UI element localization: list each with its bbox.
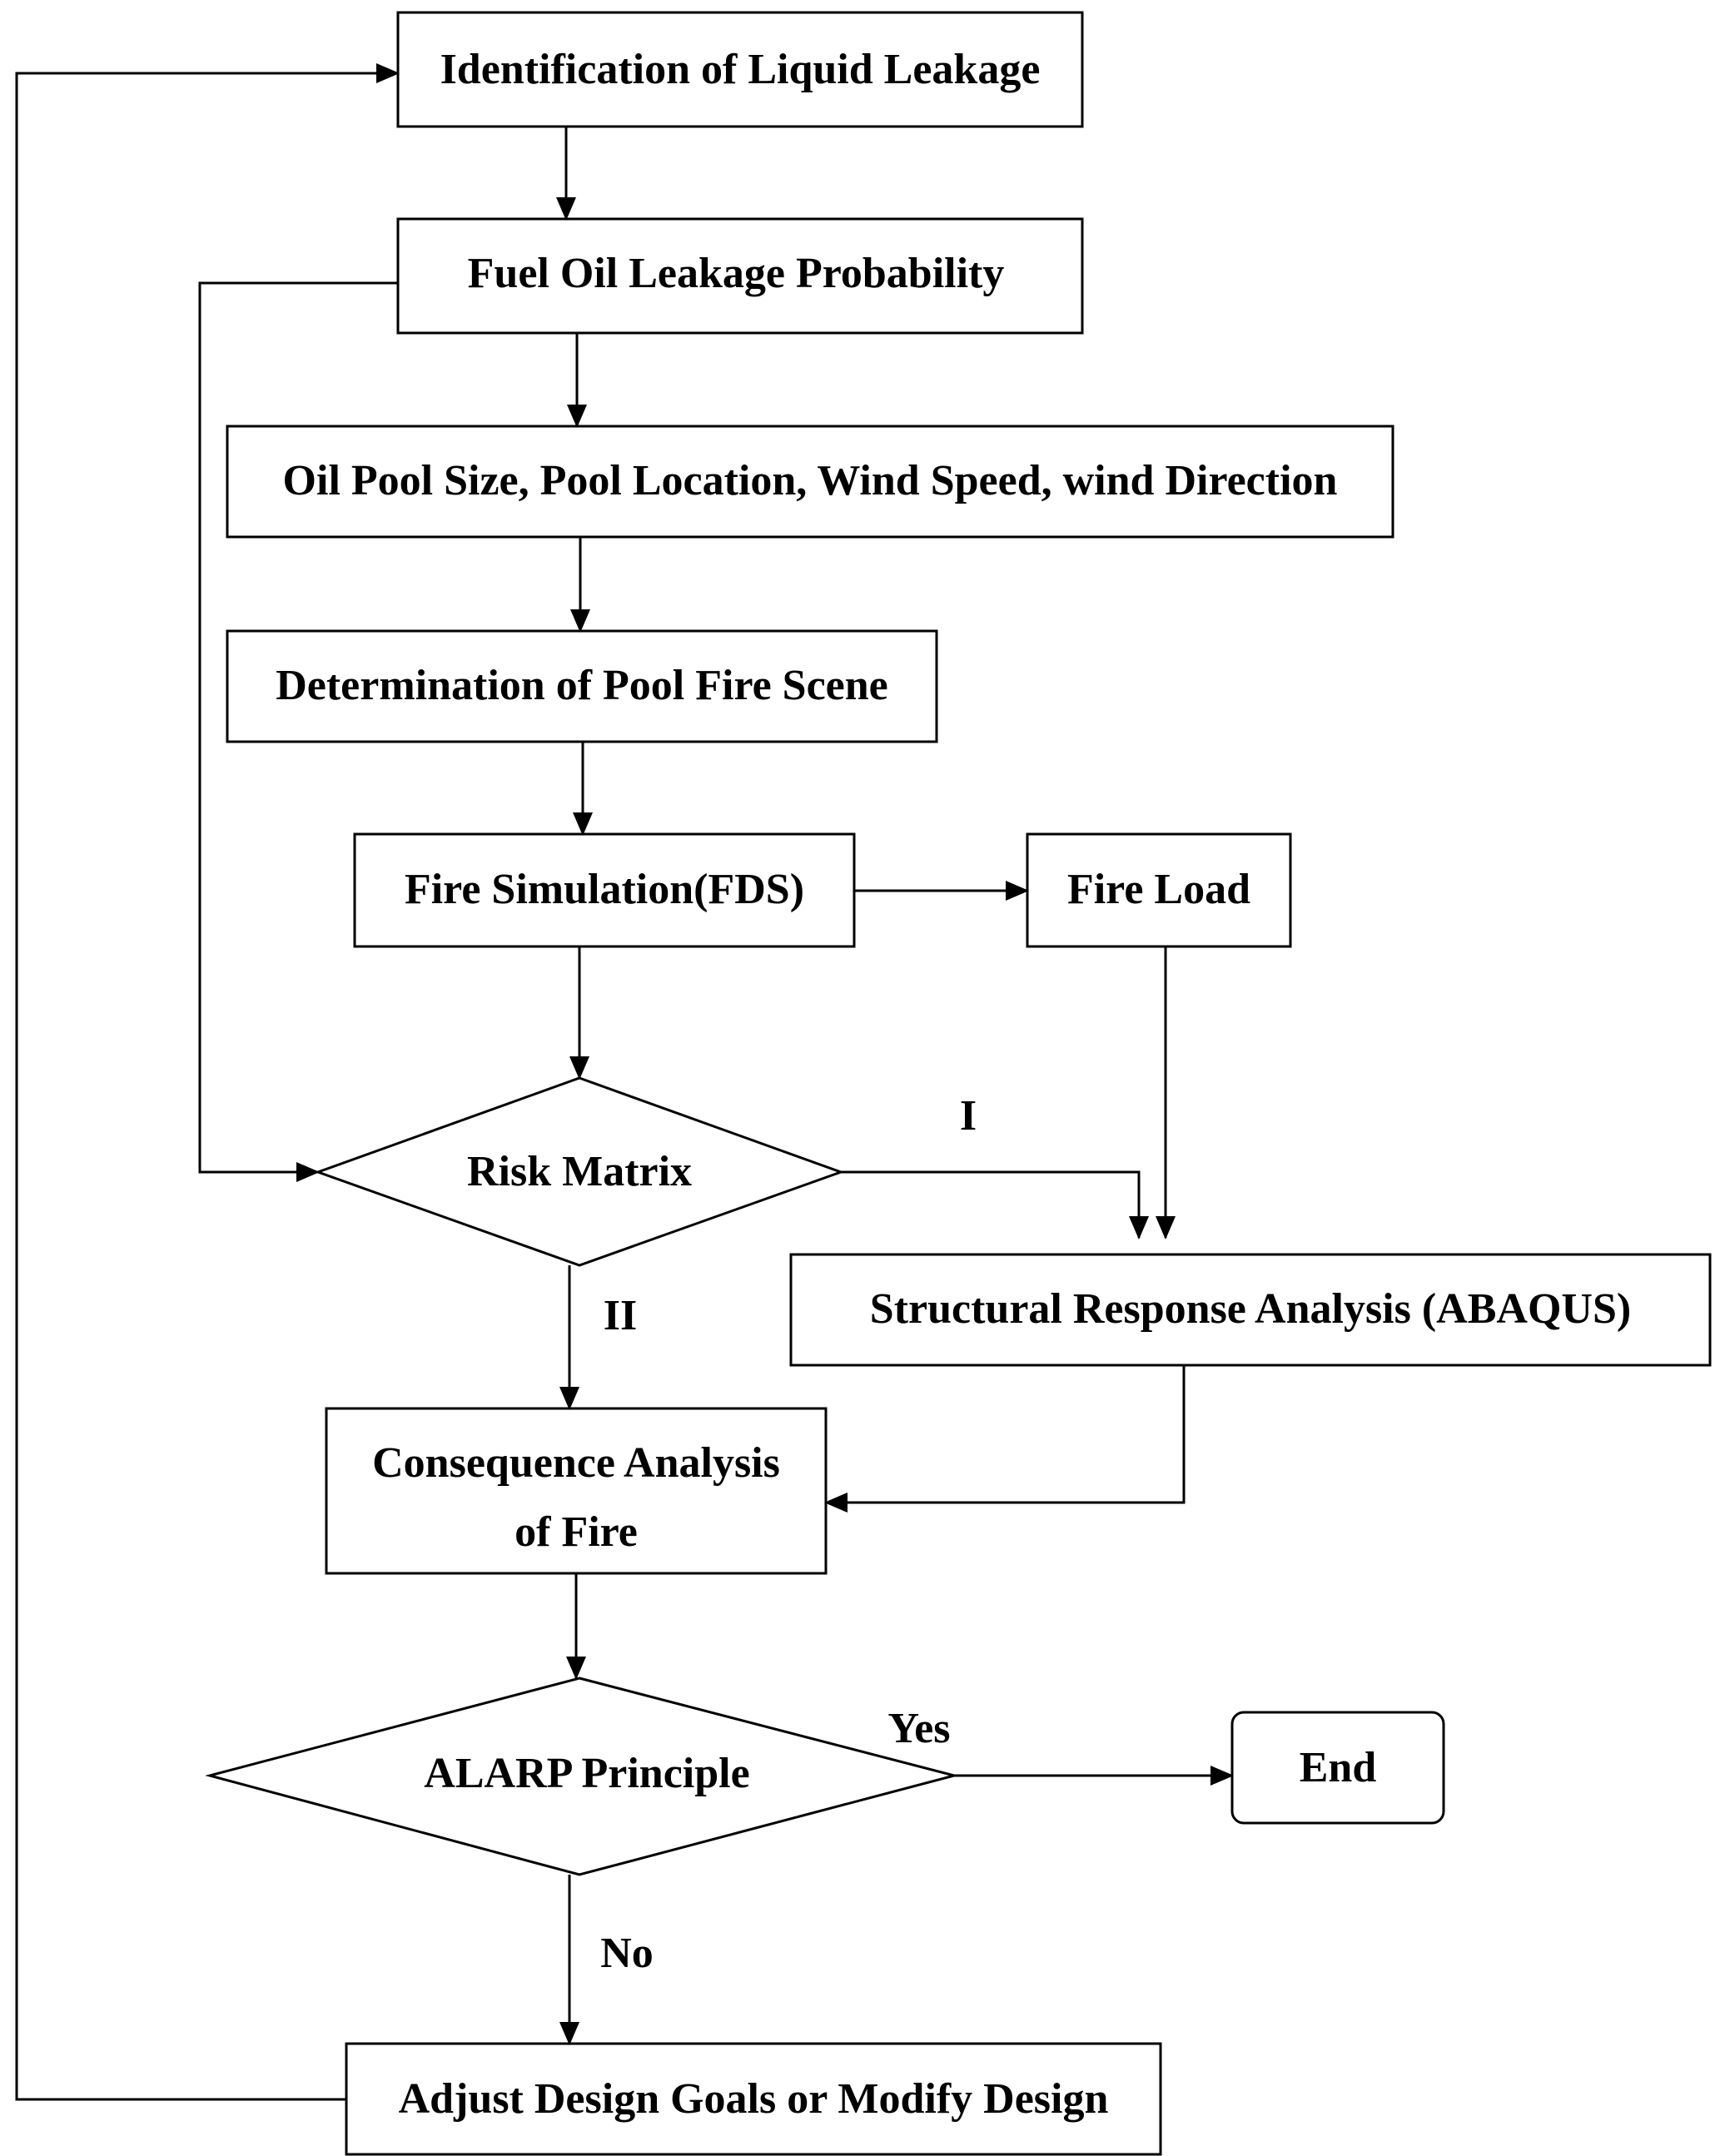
node-probability-label: Fuel Oil Leakage Probability <box>468 250 1005 297</box>
edge-structural-to-consequence <box>824 1365 1186 1513</box>
node-structural-label: Structural Response Analysis (ABAQUS) <box>870 1285 1631 1333</box>
node-consequence: Consequence Analysis of Fire <box>325 1407 828 1575</box>
edge-adjust-to-identification <box>15 63 400 2101</box>
node-pool-fire-scene-label: Determination of Pool Fire Scene <box>276 662 888 709</box>
edge-probability-to-risk-matrix <box>198 281 398 1182</box>
node-identification-label: Identification of Liquid Leakage <box>440 46 1041 93</box>
edge-label-yes: Yes <box>887 1705 950 1752</box>
node-pool-size-label: Oil Pool Size, Pool Location, Wind Speed… <box>283 457 1338 504</box>
edge-label-II: II <box>604 1292 637 1339</box>
node-adjust-label: Adjust Design Goals or Modify Design <box>399 2075 1109 2123</box>
edge-label-I: I <box>960 1092 977 1140</box>
edge-risk-matrix-to-structural <box>841 1170 1149 1239</box>
node-pool-size: Oil Pool Size, Pool Location, Wind Speed… <box>226 425 1394 539</box>
node-fire-load-label: Fire Load <box>1067 866 1250 913</box>
node-fire-load: Fire Load <box>1026 832 1292 948</box>
node-consequence-label-line1: Consequence Analysis <box>372 1439 780 1487</box>
node-alarp-label: ALARP Principle <box>424 1750 749 1797</box>
node-probability: Fuel Oil Leakage Probability <box>396 217 1084 335</box>
node-structural: Structural Response Analysis (ABAQUS) <box>789 1253 1712 1367</box>
node-risk-matrix: Risk Matrix <box>314 1076 845 1267</box>
edge-label-no: No <box>600 1930 654 1977</box>
node-adjust: Adjust Design Goals or Modify Design <box>345 2042 1162 2156</box>
node-risk-matrix-label: Risk Matrix <box>467 1148 692 1195</box>
node-alarp: ALARP Principle <box>205 1677 959 1876</box>
node-fire-simulation: Fire Simulation(FDS) <box>353 832 856 948</box>
node-consequence-label-line2: of Fire <box>514 1508 638 1556</box>
node-identification: Identification of Liquid Leakage <box>396 11 1084 128</box>
node-pool-fire-scene: Determination of Pool Fire Scene <box>226 629 938 743</box>
node-fire-simulation-label: Fire Simulation(FDS) <box>405 866 804 913</box>
node-end-label: End <box>1300 1744 1377 1791</box>
node-end: End <box>1230 1711 1445 1825</box>
